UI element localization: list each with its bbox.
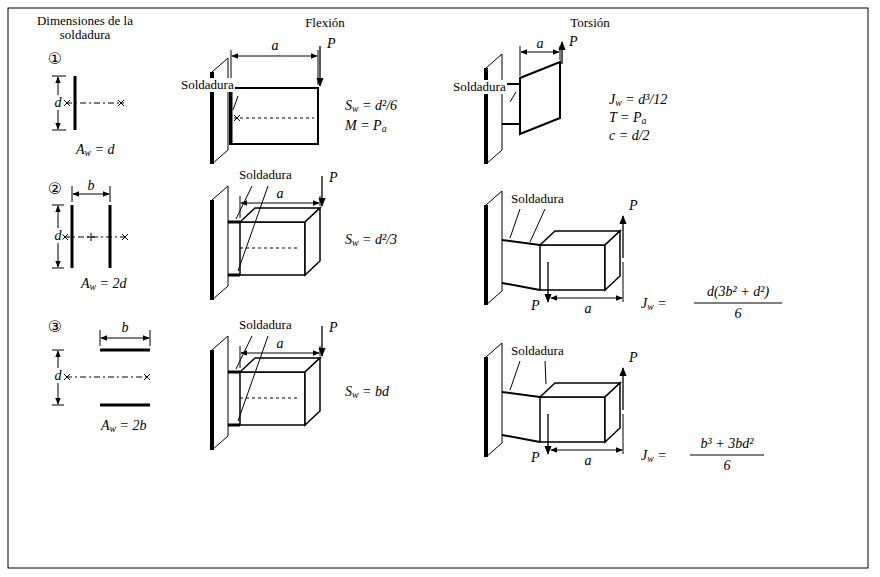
subscript: a [642,115,647,126]
polar-moment: Jw = [640,448,668,463]
section-modulus: Sw = bd [344,384,390,399]
load-label: P [328,320,339,335]
dimension-label: a [276,336,285,351]
subscript: w [352,237,359,248]
fraction-numerator: d(3b² + d²) [706,284,770,299]
fraction-denominator: 6 [734,306,743,321]
dimension-label: a [271,38,280,53]
load-label: P [326,36,337,51]
dimension-label: b [121,320,130,335]
moment-formula: M = Pa [344,118,388,133]
torque-formula: T = Pa [608,110,647,125]
dimension-label: b [87,178,96,193]
column-heading: Torsión [569,16,611,30]
weld-label: Soldadura [238,168,293,182]
weld-section-3 [52,330,150,405]
weld-label: Soldadura [510,344,565,358]
subscript: w [647,453,654,464]
subscript: w [90,281,97,292]
dimension-label: d [54,368,63,383]
dimension-label: a [584,301,593,316]
case-number: ③ [47,318,63,336]
load-label: P [628,198,639,213]
load-label: P [530,298,541,313]
area-formula: Aw = 2b [100,418,148,433]
dimension-label: d [54,228,63,243]
weld-section-2 [52,186,128,268]
subscript: w [352,103,359,114]
case-number: ① [47,50,63,68]
subscript: w [352,389,359,400]
area-formula: Aw = 2d [80,276,128,291]
frame [8,8,868,568]
torsion-sketch-1 [486,42,562,164]
load-label: P [628,350,639,365]
distance-formula: c = d/2 [608,128,651,143]
fraction-numerator: b³ + 3bd² [700,436,755,451]
subscript: w [615,97,622,108]
torsion-sketch-2 [486,191,782,305]
dimension-label: a [536,36,545,51]
subscript: w [647,301,654,312]
bending-sketch-3 [212,326,322,450]
polar-moment: Jw = d³/12 [608,92,668,107]
weld-label: Soldadura [452,80,507,94]
subscript: w [110,423,117,434]
case-number: ② [47,180,63,198]
bending-sketch-1 [212,46,320,164]
load-label: P [328,170,339,185]
section-modulus: Sw = d²/3 [344,232,398,247]
fraction-denominator: 6 [723,458,732,473]
section-modulus: Sw = d²/6 [344,98,398,113]
area-formula: Aw = d [75,142,116,157]
load-label: P [530,450,541,465]
subscript: a [382,123,387,134]
polar-moment: Jw = [640,296,668,311]
column-heading: Flexión [304,16,346,30]
dimension-label: a [584,453,593,468]
subscript: w [85,147,92,158]
weld-label: Soldadura [180,78,235,92]
load-label: P [568,34,579,49]
column-heading: Dimensiones de la soldadura [28,14,142,43]
dimension-label: a [276,186,285,201]
weld-section-1 [52,76,124,130]
weld-label: Soldadura [238,318,293,332]
torsion-sketch-3 [486,343,764,457]
bending-sketch-2 [212,176,322,300]
dimension-label: d [54,95,63,110]
weld-label: Soldadura [510,192,565,206]
